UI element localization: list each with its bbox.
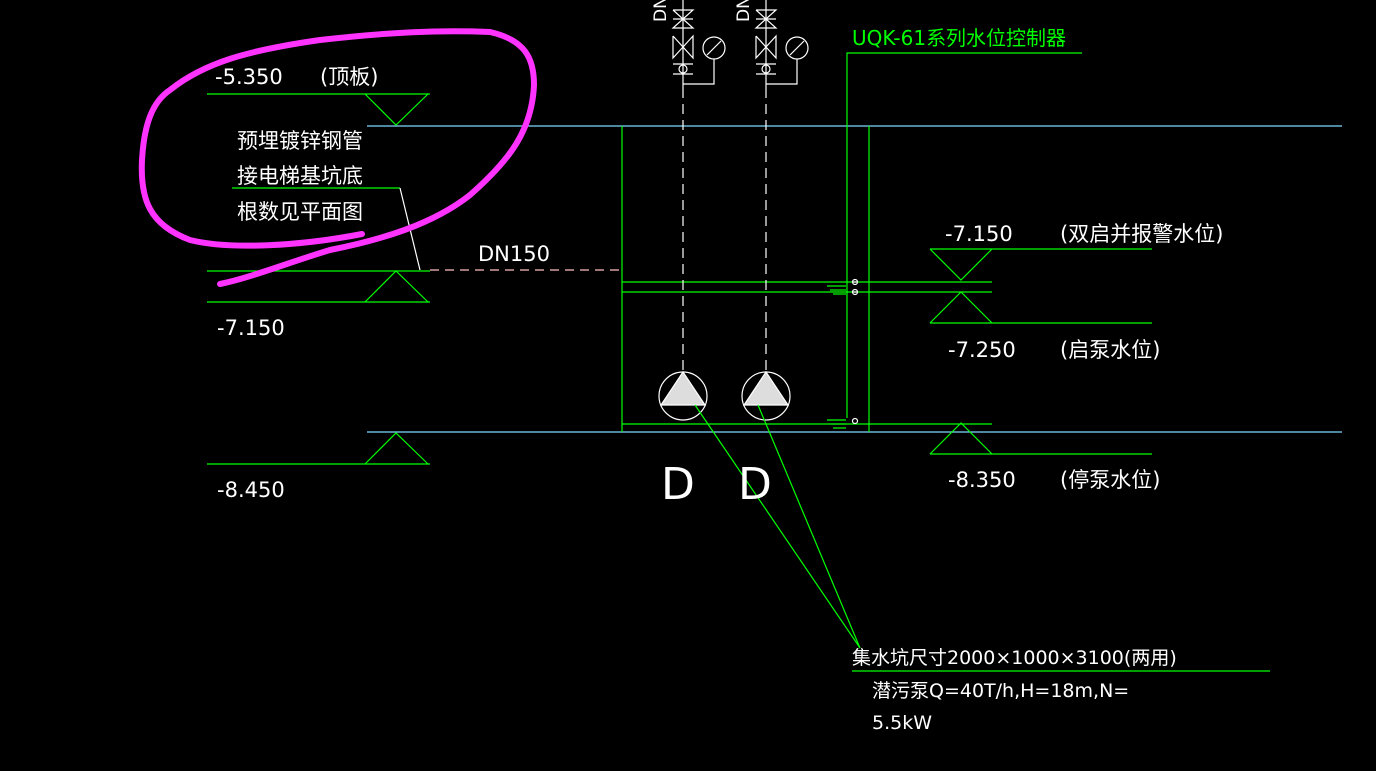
controller-label: UQK-61系列水位控制器 xyxy=(852,26,1066,50)
pump-2-tag: D xyxy=(738,459,772,510)
pipe-note-line3: 根数见平面图 xyxy=(237,200,363,224)
stop-level-desc: (停泵水位) xyxy=(1060,468,1160,492)
roof-elevation: -5.350 xyxy=(215,65,283,89)
valve-stack-2-icon xyxy=(754,0,809,88)
pipe-note-line2: 接电梯基坑底 xyxy=(237,164,363,188)
pipe-size-label: DN150 xyxy=(478,242,550,266)
start-level-desc: (启泵水位) xyxy=(1060,338,1160,362)
bottom-elevation: -8.450 xyxy=(217,478,285,502)
alarm-level-desc: (双启并报警水位) xyxy=(1060,222,1223,246)
pump-spec-line1: 潜污泵Q=40T/h,H=18m,N= xyxy=(872,680,1129,702)
valve-stack-1-icon xyxy=(671,0,726,88)
pump-spec-line2: 5.5kW xyxy=(872,712,932,734)
valve-1-size: DN xyxy=(651,0,671,22)
pump-2-icon xyxy=(741,370,791,421)
freehand-circle-icon xyxy=(138,28,537,287)
pipe-elevation: -7.150 xyxy=(217,316,285,340)
left-level-markers xyxy=(207,93,430,465)
right-level-markers xyxy=(929,248,1152,455)
pump-1-icon xyxy=(658,370,708,421)
alarm-level-elevation: -7.150 xyxy=(945,222,1013,246)
start-level-elevation: -7.250 xyxy=(948,338,1016,362)
roof-note: (顶板) xyxy=(320,65,378,89)
spec-leader-lines xyxy=(694,404,1270,672)
level-controller-lines xyxy=(827,52,1082,429)
valve-2-size: DN xyxy=(734,0,754,22)
stop-level-elevation: -8.350 xyxy=(948,468,1016,492)
pit-size-spec: 集水坑尺寸2000×1000×3100(两用) xyxy=(852,647,1177,669)
sump-pit-outline xyxy=(621,126,992,432)
pump-1-tag: D xyxy=(661,459,695,510)
pipe-note-line1: 预埋镀锌钢管 xyxy=(237,129,363,153)
